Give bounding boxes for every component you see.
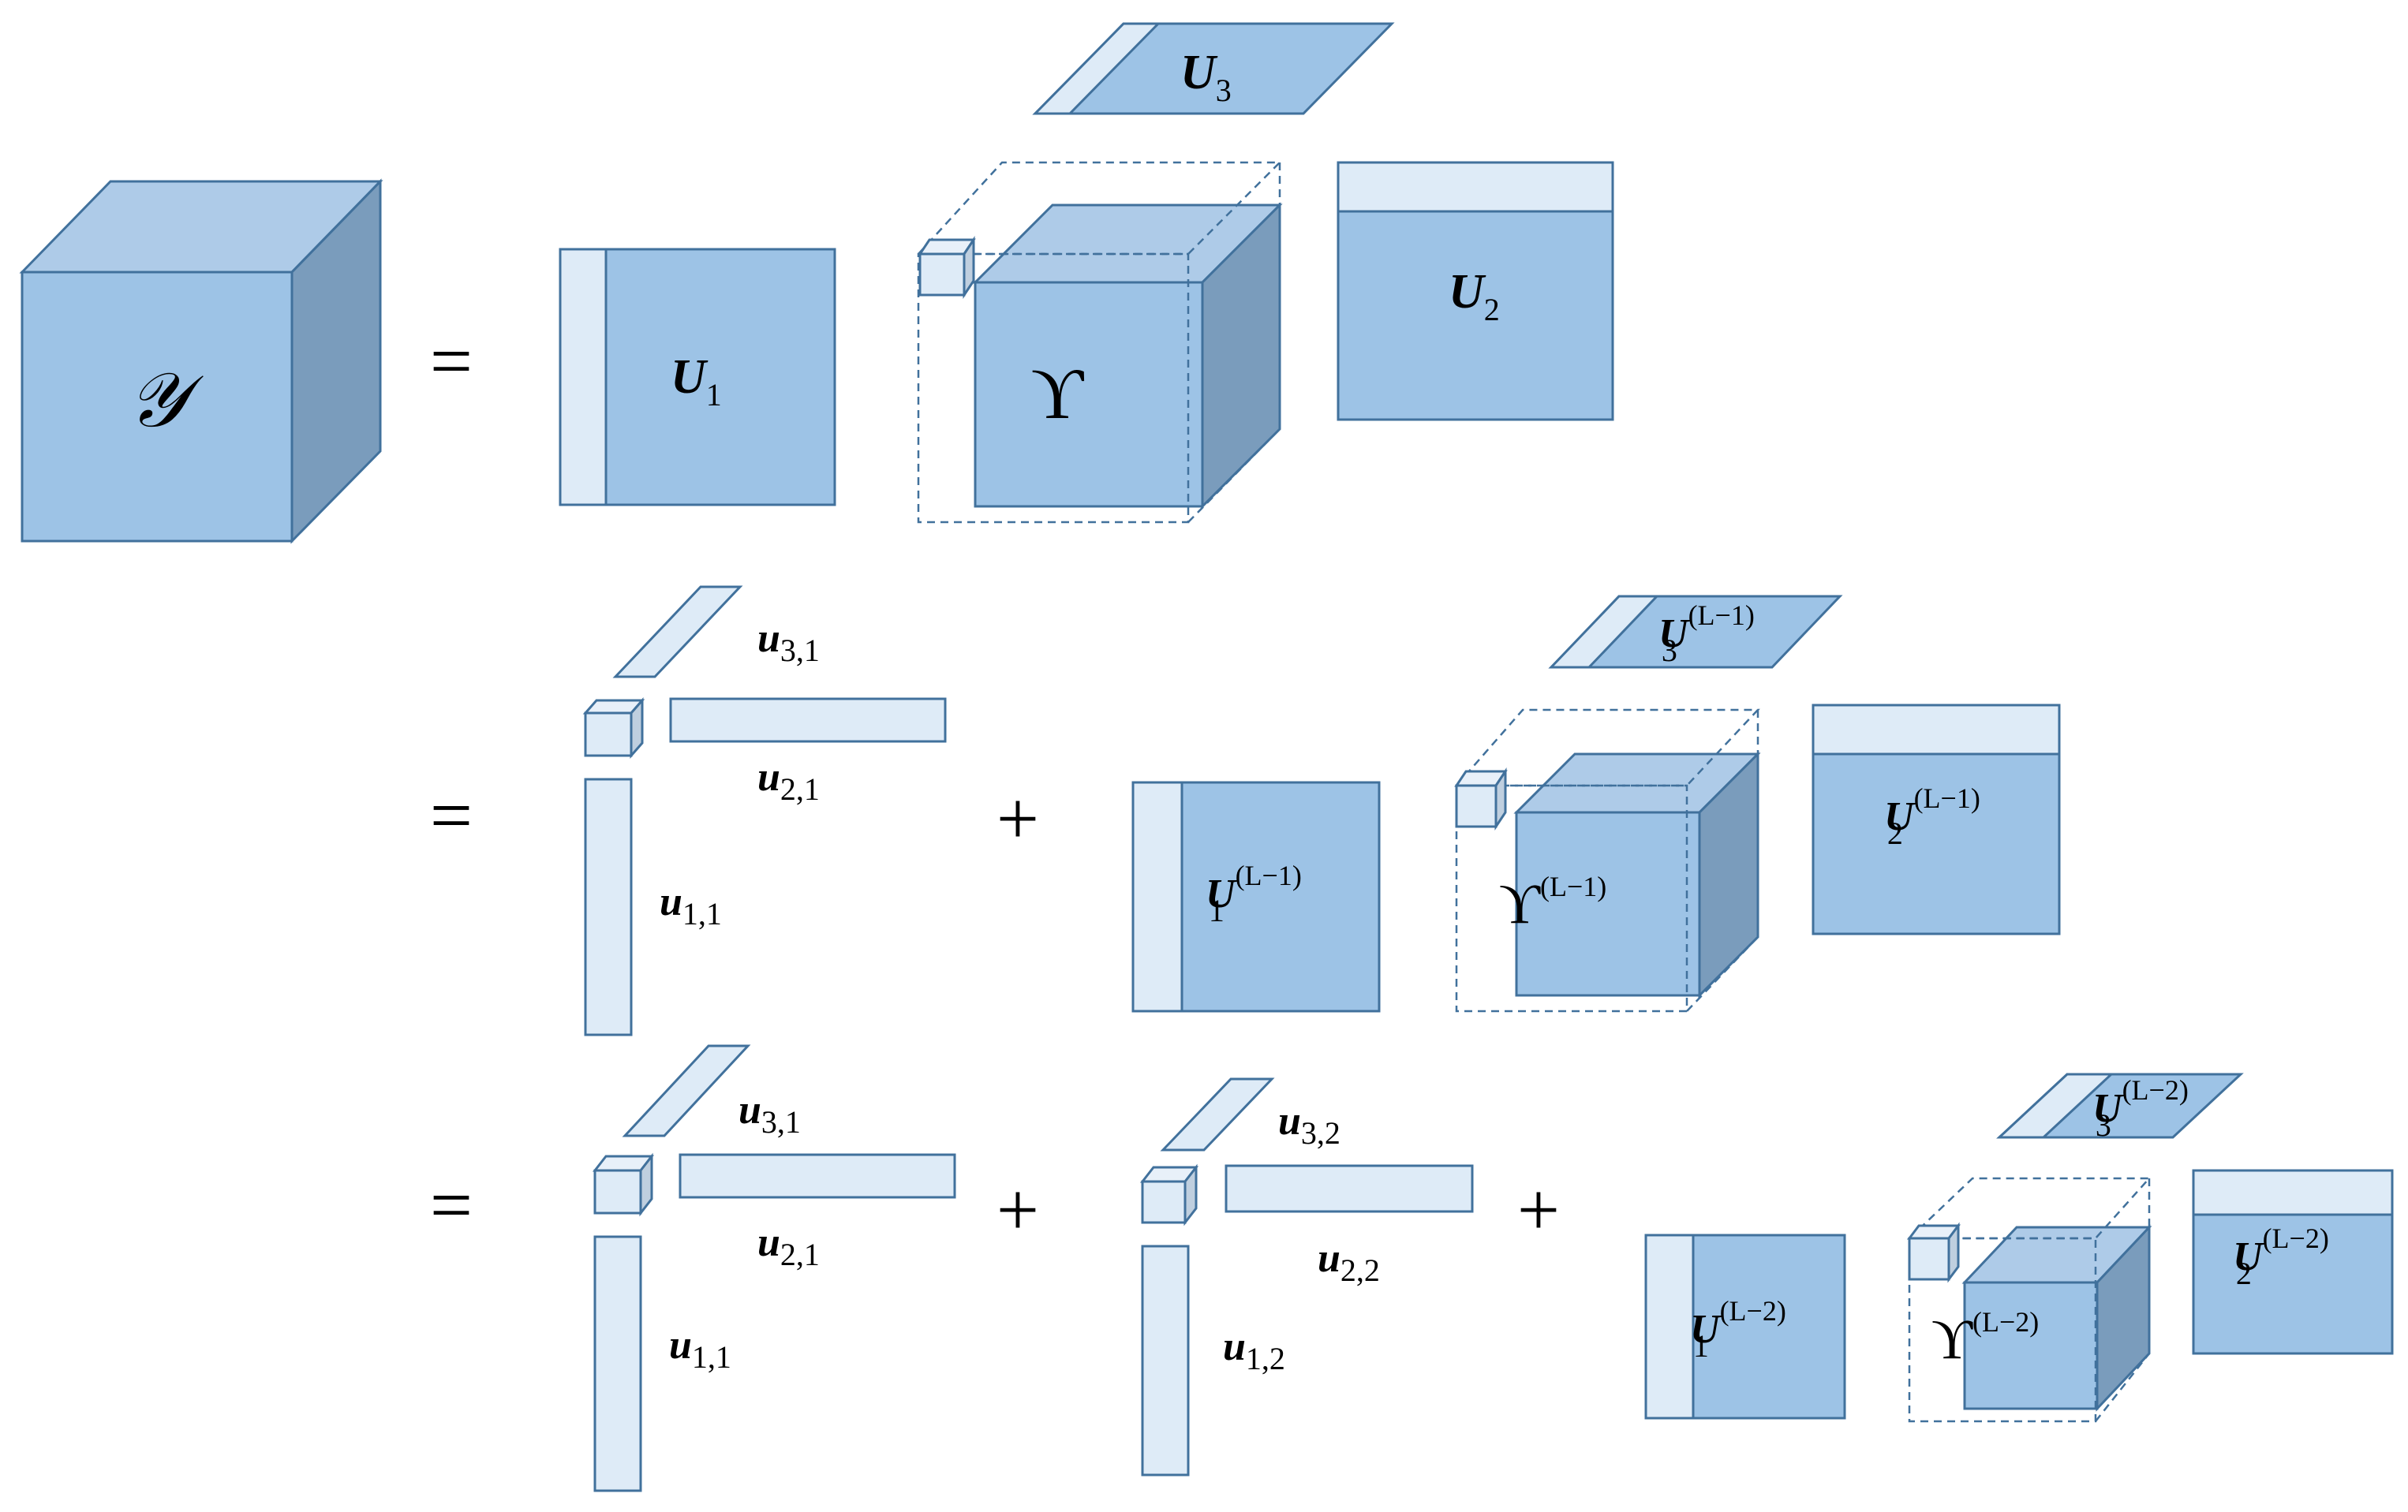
factor-matrix-u1: U1 (559, 248, 836, 506)
svg-text:u1,1: u1,1 (669, 1323, 731, 1375)
plus-sign-3a: + (996, 1167, 1039, 1252)
svg-text:u3,2: u3,2 (1278, 1099, 1340, 1151)
svg-text:U1: U1 (671, 350, 722, 413)
svg-text:u2,2: u2,2 (1318, 1236, 1380, 1288)
core-element-cube (1454, 767, 1508, 831)
factor-matrix-u1-l2: U(L−2)1 (1644, 1234, 1846, 1420)
rank-one-term-2-row3: u3,2 u2,2 u1,2 (1139, 1077, 1474, 1477)
core-element-cube (1907, 1222, 1961, 1283)
tensor-y-cube: 𝒴 (19, 178, 383, 544)
svg-text:U(L−1)3: U(L−1)3 (1658, 599, 1755, 668)
factor-matrix-u3-l2: U(L−2)3 (1996, 1073, 2244, 1143)
rank-one-term-1: u3,1 u2,1 u1,1 (582, 585, 947, 1036)
equals-sign-3: = (430, 1163, 473, 1247)
factor-matrix-u2-l1: U(L−1)2 (1812, 704, 2061, 935)
vector-u21 (669, 697, 947, 743)
svg-text:ϒ(L−1): ϒ(L−1) (1499, 871, 1606, 935)
core-tensor-l2: ϒ(L−2) (1906, 1177, 2152, 1423)
core-element-cube (918, 236, 976, 299)
factor-matrix-u3: U3 (1032, 22, 1395, 115)
svg-text:u1,1: u1,1 (660, 879, 722, 931)
core-symbol: ϒ (1031, 353, 1085, 434)
core-tensor-l1: ϒ(L−1) (1454, 708, 1761, 1013)
svg-text:U(L−1)1: U(L−1)1 (1206, 860, 1302, 928)
svg-text:u1,2: u1,2 (1223, 1324, 1285, 1376)
svg-text:U(L−1)2: U(L−1)2 (1884, 782, 1980, 851)
svg-text:ϒ(L−2): ϒ(L−2) (1931, 1306, 2039, 1371)
equals-sign-1: = (430, 319, 473, 403)
factor-matrix-u2: U2 (1337, 161, 1614, 421)
plus-sign-2: + (996, 776, 1039, 861)
factor-matrix-u1-l1: U(L−1)1 (1131, 781, 1381, 1013)
core-tensor: ϒ (916, 161, 1283, 524)
svg-text:U(L−2)1: U(L−2)1 (1690, 1295, 1786, 1364)
vector-u11 (584, 778, 633, 1036)
svg-text:u3,1: u3,1 (757, 616, 820, 668)
vector-u31 (612, 585, 743, 678)
factor-matrix-u2-l2: U(L−2)2 (2192, 1169, 2394, 1355)
svg-text:u2,1: u2,1 (757, 1220, 820, 1272)
svg-text:U3: U3 (1180, 46, 1232, 108)
factor-matrix-u3-l1: U(L−1)3 (1548, 595, 1843, 669)
plus-sign-3b: + (1517, 1167, 1560, 1252)
svg-text:U(L−2)3: U(L−2)3 (2092, 1074, 2189, 1143)
svg-text:u2,1: u2,1 (757, 755, 820, 807)
rank-one-term-1-row3: u3,1 u2,1 u1,1 (592, 1044, 956, 1492)
svg-text:u3,1: u3,1 (738, 1088, 801, 1140)
scalar-cube (584, 711, 633, 757)
svg-text:U(L−2)2: U(L−2)2 (2233, 1223, 2329, 1291)
svg-text:U2: U2 (1449, 265, 1500, 327)
equals-sign-2: = (430, 773, 473, 857)
